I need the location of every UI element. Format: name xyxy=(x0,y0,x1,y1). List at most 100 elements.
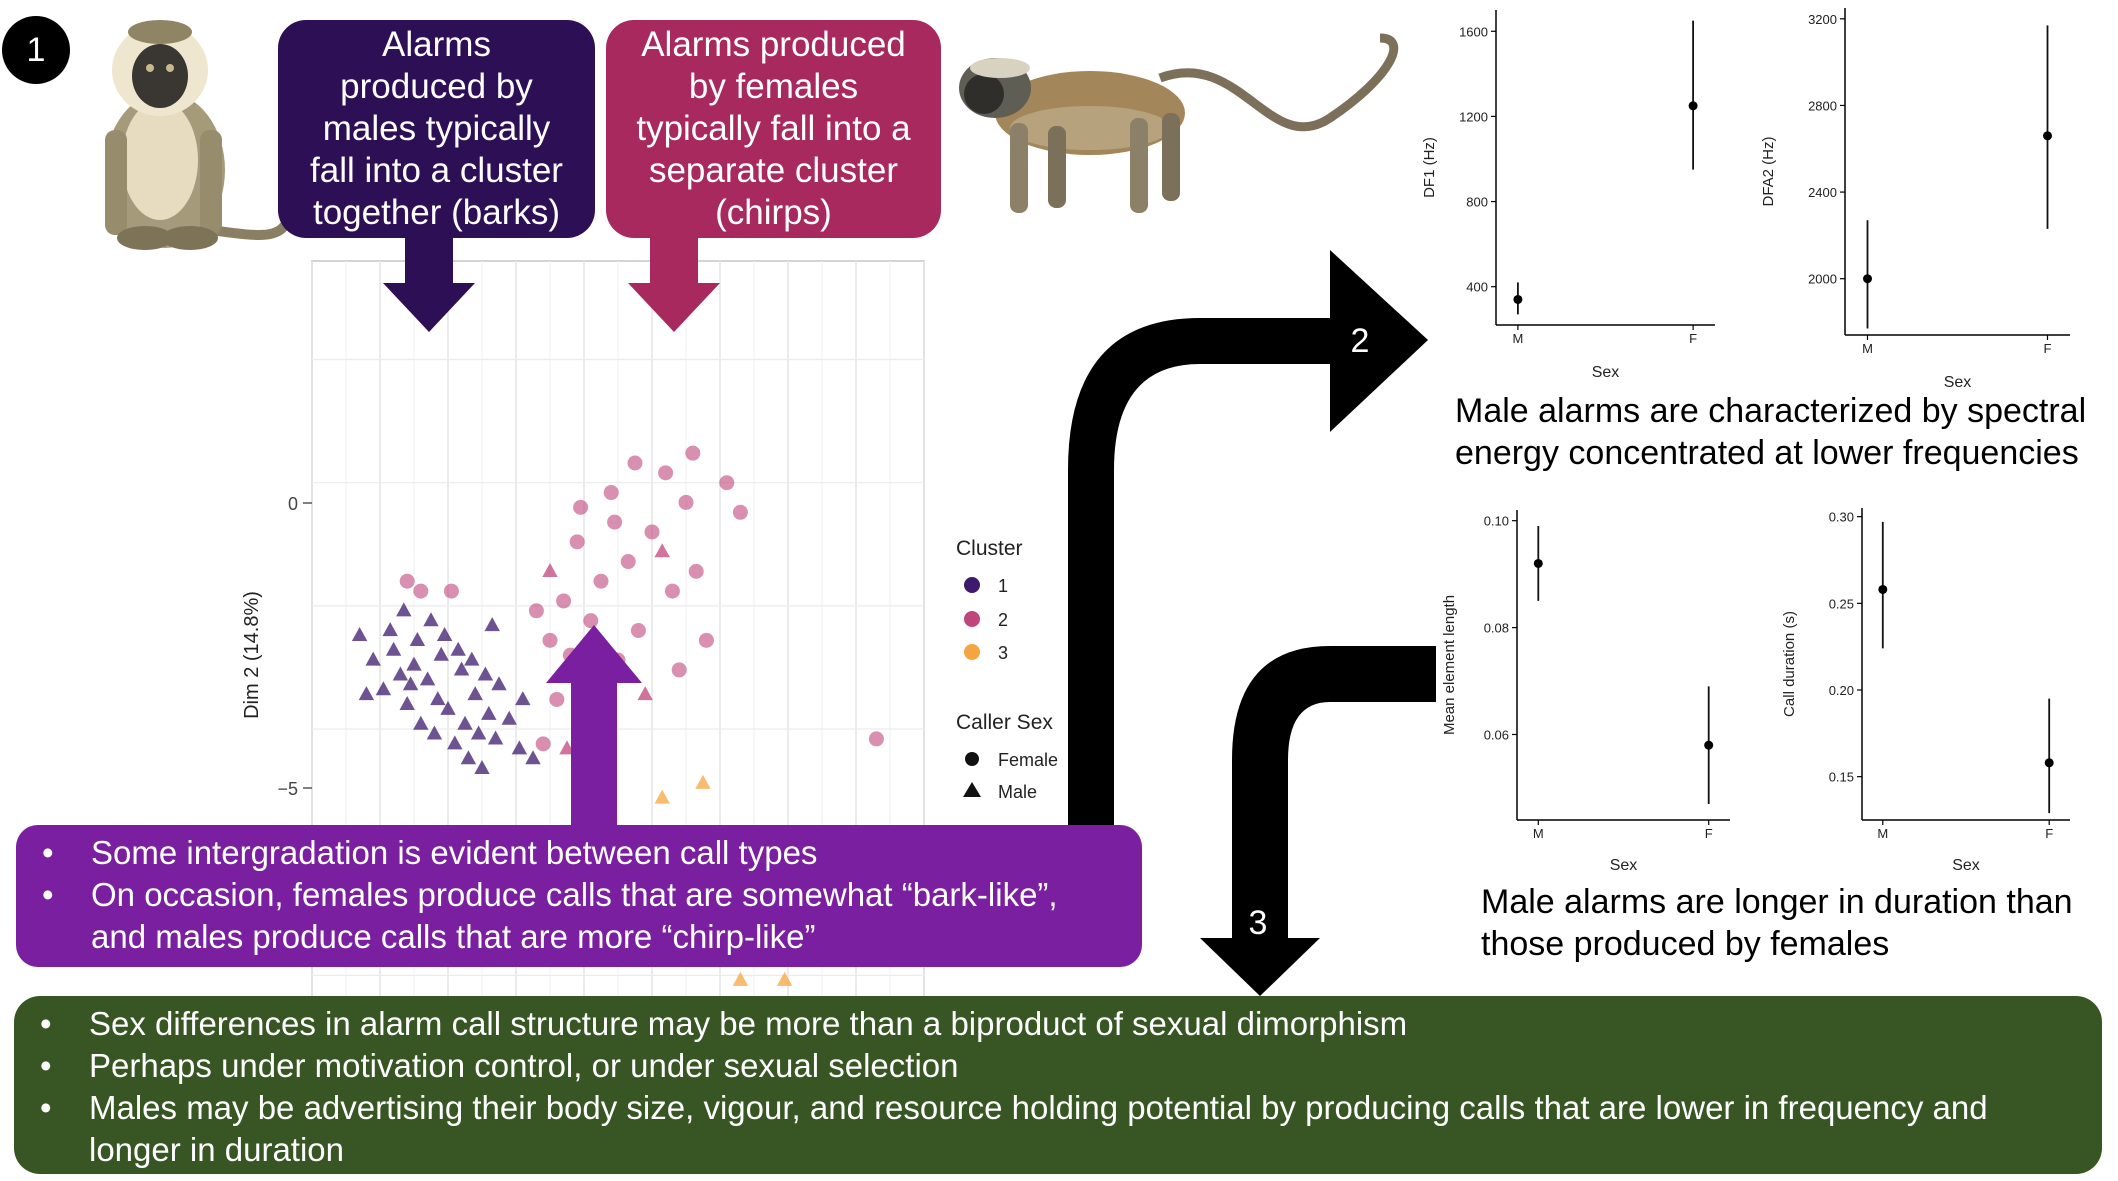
legend-cluster-1-swatch xyxy=(964,577,980,593)
scatter-point-cluster-1 xyxy=(426,725,443,740)
legend-female-swatch xyxy=(965,752,979,766)
female-cluster-callout: Alarms produced by females typically fal… xyxy=(606,20,941,238)
scatter-point-cluster-1 xyxy=(419,671,436,686)
scatter-point-cluster-2 xyxy=(698,632,714,648)
step-3-number: 3 xyxy=(1249,904,1268,942)
legend-cluster-2-swatch xyxy=(964,611,980,627)
sitting-monkey-illustration xyxy=(105,20,290,250)
chart-y-axis-label: Mean element length xyxy=(1441,595,1458,735)
scatter-point-cluster-1 xyxy=(396,602,412,617)
scatter-point-cluster-1 xyxy=(484,617,500,632)
scatter-point-cluster-1 xyxy=(474,760,490,775)
scatter-point-cluster-1 xyxy=(351,627,368,642)
scatter-point-cluster-1 xyxy=(399,696,415,710)
scatter-point-cluster-1 xyxy=(453,661,470,676)
scatter-point-cluster-2 xyxy=(603,485,619,501)
scatter-point-cluster-2 xyxy=(583,613,599,629)
scatter-point-cluster-1 xyxy=(457,715,473,730)
chart-mean-point xyxy=(1704,740,1714,750)
intergradation-bullet-1: Some intergradation is evident between c… xyxy=(16,832,1096,874)
step-1-marker: 1 xyxy=(2,16,70,84)
chart-ytick-label: 2000 xyxy=(1808,272,1837,287)
scatter-point-cluster-2 xyxy=(413,583,429,599)
chart-xtick-label: M xyxy=(1862,341,1873,356)
scatter-point-cluster-1 xyxy=(467,686,483,701)
step-2-number: 2 xyxy=(1351,322,1370,360)
chart-ytick-label: 2400 xyxy=(1808,185,1837,200)
chart-xtick-label: F xyxy=(2045,826,2053,841)
chart-ytick-label: 0.30 xyxy=(1829,510,1854,525)
scatter-point-cluster-1 xyxy=(487,730,504,745)
chart-mean-point xyxy=(1688,101,1698,111)
scatter-point-cluster-1 xyxy=(402,676,419,691)
scatter-point-cluster-2 xyxy=(542,562,558,577)
scatter-point-cluster-3 xyxy=(654,789,670,804)
spectral-caption: Male alarms are characterized by spectra… xyxy=(1455,392,2087,472)
chart-y-axis-label: Call duration (s) xyxy=(1781,611,1798,717)
duration-caption: Male alarms are longer in duration than … xyxy=(1481,883,2073,963)
scatter-point-cluster-2 xyxy=(732,504,748,520)
chart-x-axis-label: Sex xyxy=(1944,374,1972,391)
legend-sex-title: Caller Sex xyxy=(956,711,1053,734)
female-cluster-callout-text: Alarms produced by females typically fal… xyxy=(636,25,911,232)
scatter-point-cluster-2 xyxy=(685,445,701,461)
chart-y-axis-label: DF1 (Hz) xyxy=(1421,137,1438,198)
conclusion-bullets: Sex differences in alarm call structure … xyxy=(14,1003,2074,1171)
scatter-point-cluster-1 xyxy=(450,641,466,656)
scatter-point-cluster-2 xyxy=(688,563,704,579)
chart-ytick-label: 800 xyxy=(1466,195,1488,210)
chart-ytick-label: 0.20 xyxy=(1829,683,1854,698)
scatter-point-cluster-2 xyxy=(569,534,585,550)
chart-ytick-label: 0.08 xyxy=(1484,621,1509,636)
chart-ytick-label: 0.10 xyxy=(1484,514,1509,529)
scatter-point-cluster-1 xyxy=(423,612,439,627)
arrow-to-step-2 xyxy=(1068,250,1428,825)
scatter-point-cluster-1 xyxy=(501,710,517,725)
chart-ytick-label: 3200 xyxy=(1808,12,1837,27)
scatter-point-cluster-2 xyxy=(719,475,735,491)
scatter-point-cluster-3 xyxy=(776,971,793,986)
scatter-point-cluster-2 xyxy=(678,494,694,510)
chart-xtick-label: M xyxy=(1533,826,1544,841)
scatter-point-cluster-1 xyxy=(525,750,541,765)
chart-mean-point xyxy=(1878,584,1888,594)
scatter-point-cluster-2 xyxy=(644,524,660,540)
scatter-point-cluster-2 xyxy=(399,573,415,589)
scatter-ytick-0: 0 xyxy=(288,494,298,514)
scatter-point-cluster-1 xyxy=(413,715,429,730)
female-callout-down-arrow xyxy=(628,238,720,332)
scatter-point-cluster-2 xyxy=(620,554,636,570)
chart-y-axis-label: DFA2 (Hz) xyxy=(1760,136,1777,206)
legend-cluster-3-label: 3 xyxy=(998,643,1008,663)
scatter-point-cluster-1 xyxy=(385,641,402,656)
scatter-y-axis-label: Dim 2 (14.8%) xyxy=(241,591,263,719)
legend-male-swatch xyxy=(963,782,981,797)
legend-cluster-1-label: 1 xyxy=(998,576,1008,596)
scatter-points xyxy=(351,445,884,986)
chart-ytick-label: 2800 xyxy=(1808,98,1837,113)
scatter-point-cluster-1 xyxy=(491,676,507,691)
chart-ytick-label: 0.25 xyxy=(1829,596,1854,611)
chart-mean-point xyxy=(2044,758,2054,768)
scatter-point-cluster-2 xyxy=(671,662,687,678)
chart-ytick-label: 1200 xyxy=(1459,109,1488,124)
scatter-point-cluster-1 xyxy=(406,656,422,671)
legend-cluster-3-swatch xyxy=(964,644,980,660)
walking-monkey-illustration xyxy=(959,33,1399,213)
chart-mean-point xyxy=(1533,558,1543,568)
conclusion-bullet-1: Sex differences in alarm call structure … xyxy=(14,1003,2074,1045)
scatter-point-cluster-1 xyxy=(447,735,463,750)
chart-xtick-label: M xyxy=(1512,331,1523,346)
scatter-point-cluster-2 xyxy=(535,736,551,752)
scatter-point-cluster-1 xyxy=(464,651,480,666)
intergradation-bullet-2: On occasion, females produce calls that … xyxy=(16,874,1096,958)
scatter-point-cluster-1 xyxy=(409,631,426,646)
chart-mean-point xyxy=(2043,131,2052,141)
scatter-point-cluster-2 xyxy=(664,583,680,599)
chart-x-axis-label: Sex xyxy=(1610,857,1638,874)
scatter-point-cluster-2 xyxy=(868,731,884,747)
